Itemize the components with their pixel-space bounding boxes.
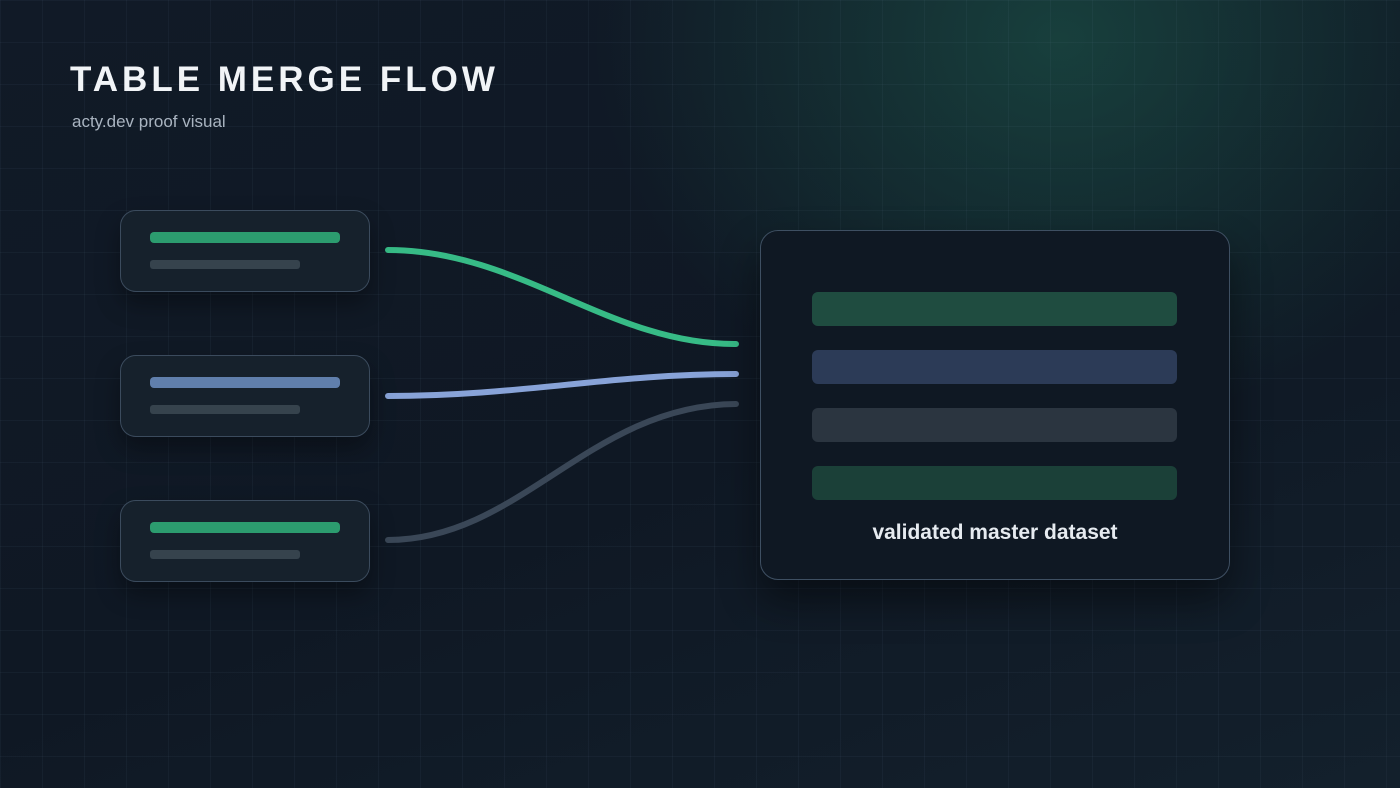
source-table-1-row-bar xyxy=(150,260,300,269)
flow-line-3 xyxy=(385,401,739,543)
master-dataset-label: validated master dataset xyxy=(872,521,1118,544)
source-table-1 xyxy=(120,210,370,292)
source-table-2-header-bar xyxy=(150,377,340,388)
flow-line-2 xyxy=(385,371,739,399)
master-dataset-card: validated master dataset xyxy=(760,230,1230,580)
source-table-2 xyxy=(120,355,370,437)
master-row-4 xyxy=(812,466,1177,500)
master-row-1 xyxy=(812,292,1177,326)
page-title: TABLE MERGE FLOW xyxy=(70,60,499,99)
source-table-3 xyxy=(120,500,370,582)
master-row-3 xyxy=(812,408,1177,442)
source-table-2-row-bar xyxy=(150,405,300,414)
source-table-1-header-bar xyxy=(150,232,340,243)
source-table-3-row-bar xyxy=(150,550,300,559)
flow-line-1 xyxy=(385,247,739,348)
source-table-3-header-bar xyxy=(150,522,340,533)
page-subtitle: acty.dev proof visual xyxy=(72,112,226,131)
master-row-2 xyxy=(812,350,1177,384)
